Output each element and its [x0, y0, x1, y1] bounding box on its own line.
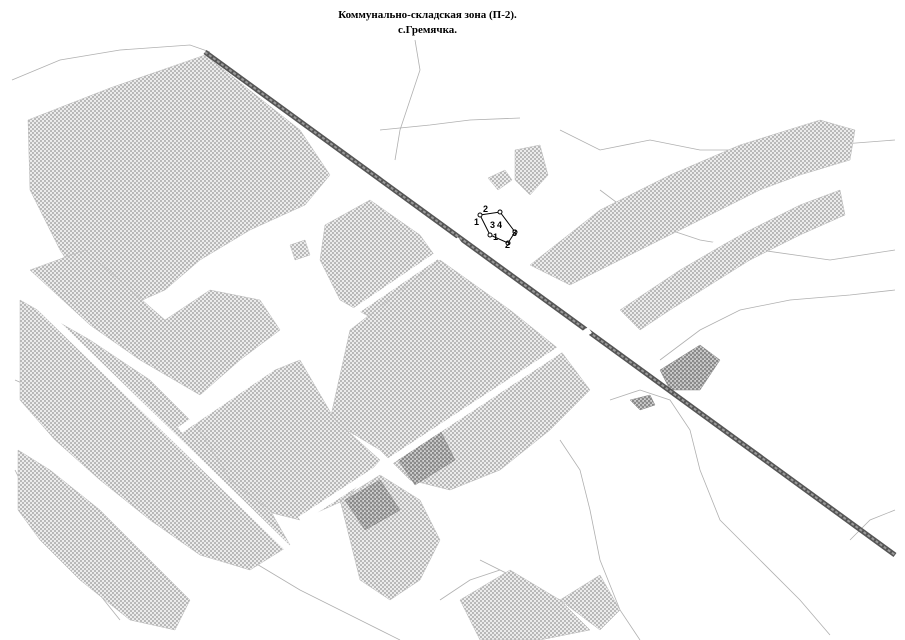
- parcel-southwest: [19, 299, 291, 571]
- point-label-4: 4: [497, 220, 502, 230]
- parcel-east-strip: [619, 189, 846, 331]
- built-up-parcels: [344, 344, 721, 531]
- map-title-line1: Коммунально-складская зона (П-2).: [338, 9, 517, 21]
- parcel-south-east: [559, 574, 621, 631]
- built-parcel-3: [659, 344, 721, 391]
- parcel-small-west: [289, 239, 311, 261]
- parcel-south-small: [459, 569, 591, 640]
- land-parcels: [17, 54, 856, 640]
- point-label-3: 3: [490, 220, 495, 230]
- map-title-line2: с.Гремячка.: [397, 24, 457, 36]
- zone-boundary: [477, 209, 518, 246]
- parcel-north-small-1: [487, 169, 513, 191]
- railway-line: [203, 49, 897, 558]
- point-label-1: 1: [474, 217, 479, 227]
- built-parcel-4: [629, 394, 656, 411]
- parcel-west-upper: [29, 249, 281, 396]
- parcel-southwest-lower: [17, 449, 191, 631]
- point-label-7: 3: [512, 228, 517, 238]
- built-parcel-2: [344, 479, 401, 531]
- internal-roads: [19, 166, 852, 563]
- point-label-2: 2: [483, 204, 488, 214]
- parcel-north-small-2: [514, 144, 549, 196]
- map-title: Коммунально-складская зона (П-2). с.Грем…: [0, 8, 855, 38]
- point-label-5: 1: [493, 232, 498, 242]
- point-label-6: 2: [505, 240, 510, 250]
- parcel-center-main: [329, 259, 591, 491]
- parcel-south-center: [339, 474, 441, 601]
- zone-point-labels: 1 2 3 4 1 2 3: [474, 204, 517, 250]
- parcel-northeast: [529, 119, 856, 286]
